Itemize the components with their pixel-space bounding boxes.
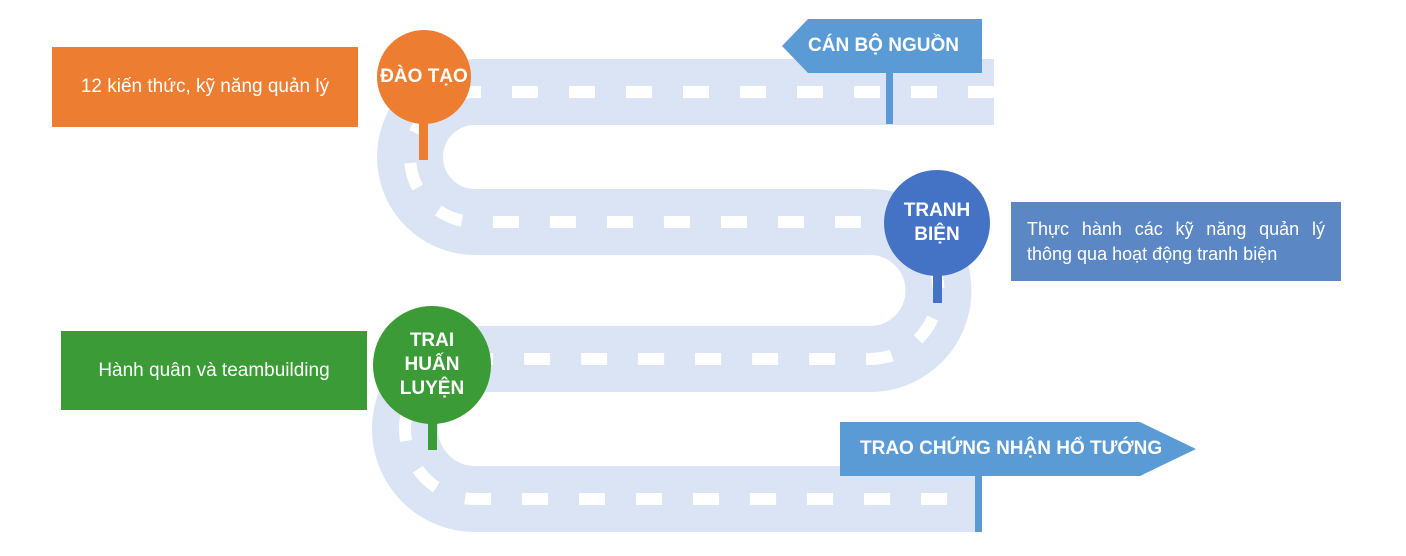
debate-description: Thực hành các kỹ năng quản lý thông qua … [1027, 218, 1325, 264]
start-sign [782, 19, 982, 73]
training-pin-label: ĐÀO TẠO [377, 40, 471, 114]
camp-pin-text-line3: LUYỆN [399, 378, 465, 399]
debate-description-box: Thực hành các kỹ năng quản lý thông qua … [1011, 202, 1341, 281]
debate-pin-label: TRANH BIỆN [884, 175, 990, 271]
end-sign-label: TRAO CHỨNG NHẬN HỔ TƯỚNG [860, 422, 1162, 476]
training-pin-stem [419, 112, 428, 160]
end-sign-text: TRAO CHỨNG NHẬN HỔ TƯỚNG [860, 438, 1163, 459]
start-sign-text: CÁN BỘ NGUỒN [808, 35, 959, 56]
debate-pin [884, 170, 990, 276]
training-pin-text: ĐÀO TẠO [380, 66, 468, 87]
end-sign-post [975, 470, 982, 532]
camp-pin [373, 306, 491, 424]
training-pin [377, 30, 471, 124]
camp-pin-text-line1: TRAI [409, 330, 455, 351]
end-sign [840, 422, 1196, 476]
road-center-dashes [399, 86, 994, 505]
start-sign-post [886, 70, 893, 124]
camp-pin-text-line2: HUẤN [404, 354, 460, 375]
debate-pin-text-line1: TRANH [903, 200, 971, 221]
camp-pin-label: TRAI HUẤN LUYỆN [373, 312, 491, 418]
debate-pin-text-line2: BIỆN [914, 224, 960, 245]
camp-description: Hành quân và teambuilding [98, 359, 330, 381]
camp-pin-stem [428, 400, 437, 450]
training-description: 12 kiến thức, kỹ năng quản lý [80, 76, 330, 97]
debate-pin-stem [933, 255, 942, 303]
camp-description-box: Hành quân và teambuilding [61, 331, 367, 410]
training-description-box: 12 kiến thức, kỹ năng quản lý [52, 47, 358, 127]
start-sign-label: CÁN BỘ NGUỒN [808, 19, 959, 73]
